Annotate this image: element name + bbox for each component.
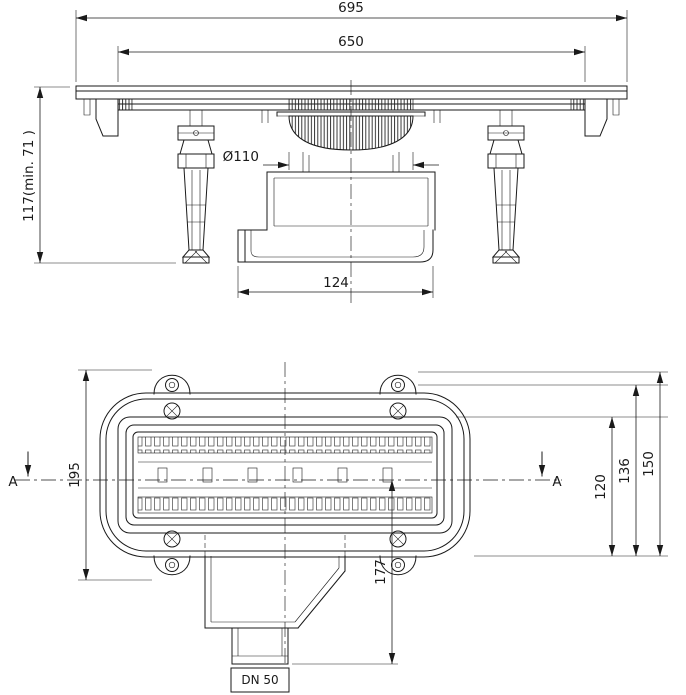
outlet-box	[204, 535, 346, 629]
dim-136-label: 136	[617, 458, 633, 484]
dim-117-label: 117(min. 71 )	[21, 130, 37, 222]
dim-650-label: 650	[338, 34, 364, 50]
dimension-widths-right: 120 136 150	[418, 371, 668, 557]
section-marker-right: A	[538, 451, 562, 490]
dim-124-label: 124	[323, 275, 349, 291]
grate	[117, 416, 453, 534]
channel-profile	[75, 85, 628, 137]
dimension-install-height: 117(min. 71 )	[21, 86, 176, 264]
outlet-pipe	[231, 627, 289, 665]
dim-150-label: 150	[641, 451, 657, 477]
dimension-dome-diameter: Ø110	[223, 149, 439, 170]
dimension-grate-width: 650	[117, 34, 586, 82]
section-hatch-center	[288, 98, 414, 111]
outlet-size-label: DN 50	[241, 673, 278, 687]
dimension-outlet-offset: 177	[292, 480, 398, 665]
section-hatch-right	[570, 98, 586, 111]
dim-195-label: 195	[67, 462, 83, 488]
dimension-overall-width: 695	[75, 0, 628, 82]
dim-120-label: 120	[593, 474, 609, 500]
trap-body	[237, 171, 436, 263]
dome-hatched-body	[288, 115, 414, 151]
front-view: 695 650	[21, 0, 628, 305]
plan-view: DN 50 A A 120 136 150 195	[8, 362, 668, 693]
dimension-flange-length: 195	[67, 369, 152, 581]
body-outline	[99, 392, 471, 558]
grate-slot-row-bottom	[137, 496, 433, 514]
grate-slot-row-top	[137, 436, 433, 454]
section-label-right: A	[552, 474, 562, 490]
outlet-size-callout: DN 50	[230, 667, 290, 693]
dimension-trap-width: 124	[237, 266, 434, 298]
dim-695-label: 695	[338, 0, 364, 16]
dim-diameter-label: Ø110	[223, 149, 259, 165]
section-hatch-left	[117, 98, 133, 111]
section-marker-left: A	[8, 451, 32, 490]
dim-177-label: 177	[373, 559, 389, 585]
section-label-left: A	[8, 474, 18, 490]
mounting-ears	[153, 374, 417, 576]
strainer-dome	[276, 111, 426, 172]
